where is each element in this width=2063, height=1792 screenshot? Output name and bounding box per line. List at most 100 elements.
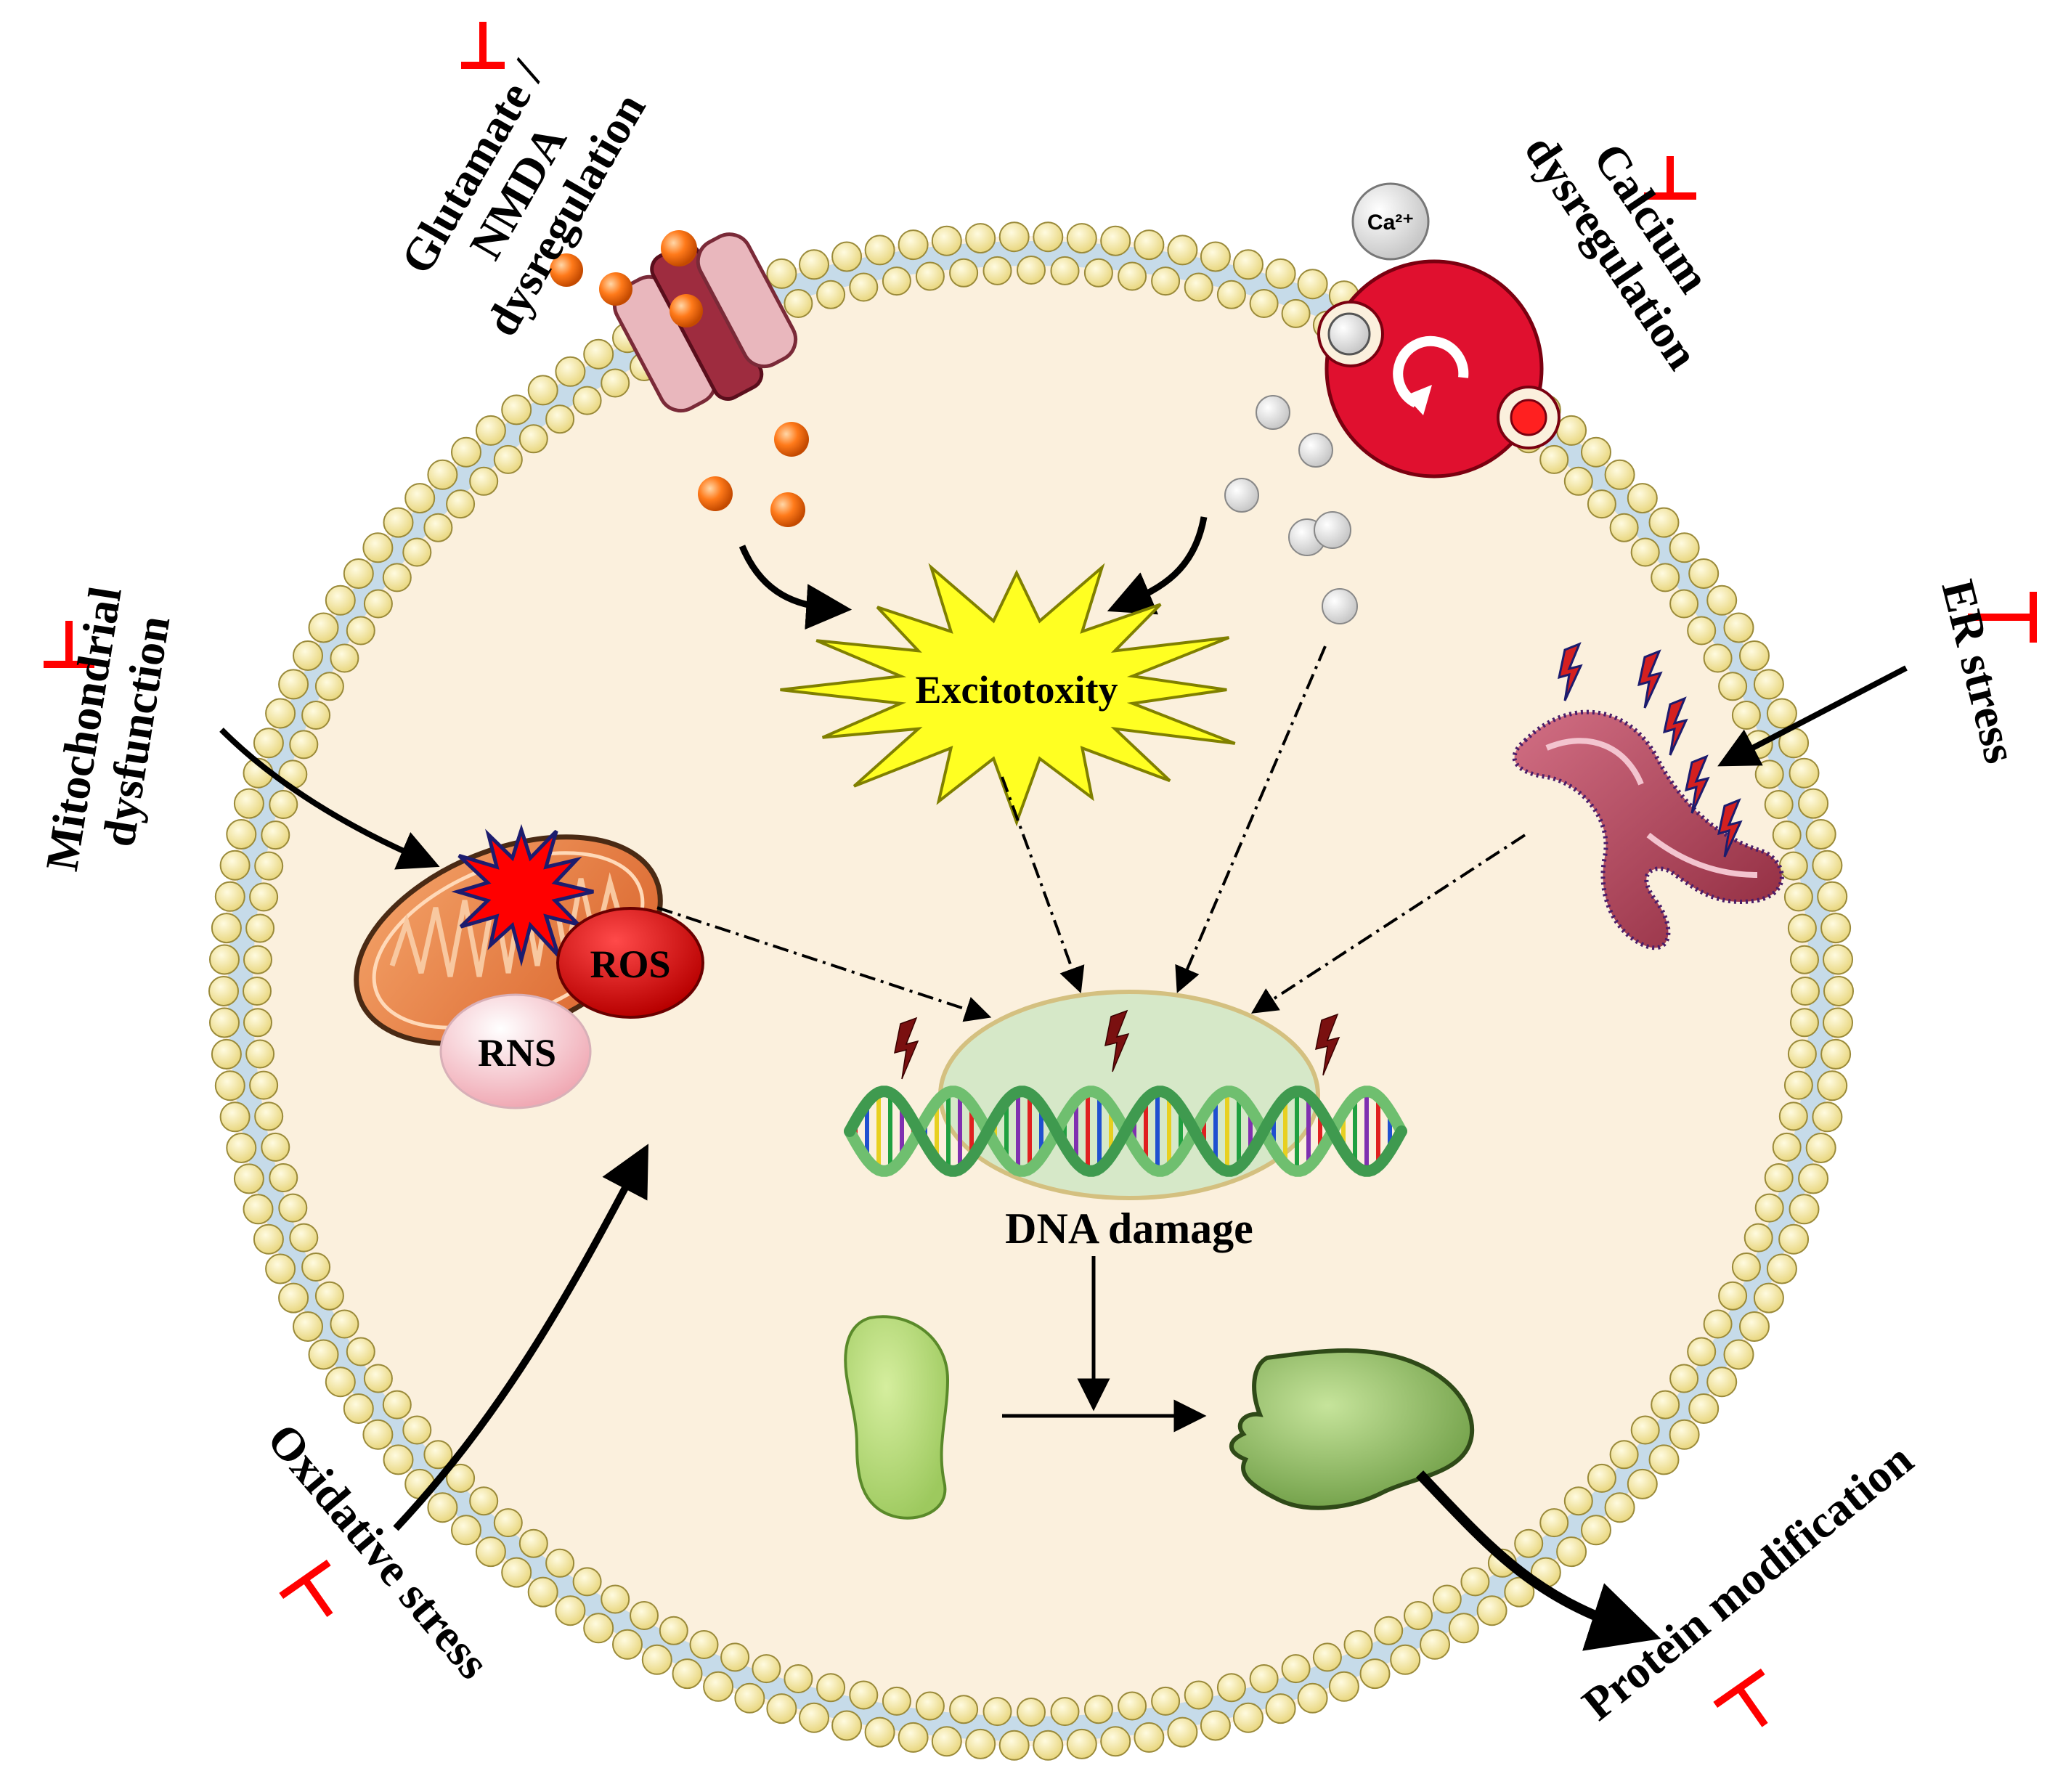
lipid-head	[362, 1419, 394, 1450]
lipid-head	[720, 1642, 750, 1672]
lipid-head	[998, 1730, 1030, 1761]
lipid-head	[301, 1253, 331, 1282]
lipid-head	[269, 790, 298, 819]
lipid-head	[1539, 1508, 1569, 1538]
lipid-head	[402, 1415, 432, 1445]
lipid-head	[1739, 1311, 1770, 1342]
dna-helix	[844, 1086, 1407, 1177]
lipid-head	[427, 1492, 458, 1523]
lipid-head	[898, 1722, 929, 1753]
lipid-head	[1328, 1671, 1359, 1702]
lipid-head	[475, 415, 506, 446]
lipid-head	[214, 881, 245, 912]
lipid-head	[254, 851, 284, 881]
lipid-head	[265, 698, 296, 729]
lipid-head	[1134, 1722, 1165, 1753]
lipid-head	[1460, 1567, 1490, 1597]
lipid-head	[1404, 1601, 1433, 1630]
lipid-head	[1778, 1101, 1808, 1131]
glutamate-ball	[550, 253, 583, 287]
lipid-head	[799, 249, 829, 280]
lipid-head	[784, 1664, 813, 1693]
lipid-head	[864, 235, 895, 266]
lipid-head	[308, 1339, 339, 1370]
nucleus	[938, 990, 1320, 1200]
lipid-head	[343, 1393, 374, 1424]
lipid-head	[325, 585, 356, 616]
lipid-head	[1723, 1339, 1754, 1370]
lipid-head	[1718, 672, 1748, 701]
lipid-head	[1233, 1702, 1264, 1733]
lipid-head	[382, 1390, 412, 1420]
lipid-head	[1669, 1364, 1699, 1393]
lipid-head	[1651, 1390, 1680, 1420]
lipid-head	[766, 1693, 797, 1724]
lipid-head	[1778, 851, 1808, 881]
glutamate-ball	[661, 230, 697, 266]
lipid-head	[799, 1702, 829, 1733]
lipid-head	[1754, 759, 1784, 789]
calcium-label: Calcium dysregulation	[1515, 97, 1752, 379]
lipid-head	[612, 1629, 643, 1660]
lipid-head	[1432, 1584, 1462, 1614]
lipid-head	[1312, 1642, 1342, 1672]
lipid-head	[1050, 256, 1080, 285]
calcium-ion-label: Ca²⁺	[1367, 211, 1414, 235]
lipid-head	[849, 272, 879, 302]
lipid-head	[208, 976, 239, 1006]
lipid-head	[1731, 701, 1761, 730]
lipid-head	[864, 1716, 895, 1748]
lipid-head	[1823, 944, 1853, 975]
lipid-head	[555, 1595, 586, 1626]
lipid-head	[214, 1070, 245, 1101]
lipid-head	[254, 1101, 284, 1131]
lipid-head	[451, 436, 481, 468]
lipid-head	[243, 1194, 274, 1225]
nmda-receptor	[613, 232, 798, 413]
lipid-head	[1627, 483, 1658, 514]
lipid-head	[982, 256, 1012, 285]
lipid-head	[289, 1223, 319, 1253]
lipid-head	[1783, 1070, 1813, 1100]
lipid-head	[659, 1616, 688, 1645]
lipid-head	[583, 1613, 614, 1644]
lipid-head	[249, 1070, 279, 1100]
lipid-head	[1281, 298, 1311, 328]
ros-label: ROS	[590, 942, 670, 986]
lipid-head	[630, 1601, 659, 1630]
lipid-head	[293, 640, 323, 671]
lipid-head	[689, 1630, 719, 1659]
lipid-bilayer-band	[228, 241, 1834, 1741]
lipid-head	[1823, 976, 1854, 1006]
lipid-head	[1249, 1664, 1279, 1693]
lipid-head	[243, 977, 272, 1006]
lipid-head	[1706, 1367, 1738, 1398]
lipid-head	[423, 513, 453, 542]
lipid-head	[518, 424, 548, 454]
lipid-head	[383, 1444, 414, 1475]
lipid-head	[1556, 1536, 1587, 1568]
lipid-head	[1581, 436, 1611, 468]
calcium-molecules	[1224, 395, 1358, 624]
lipid-head	[1669, 1419, 1700, 1450]
inhibitor-protein	[1713, 1668, 1768, 1727]
lipid-head	[243, 1008, 272, 1038]
lipid-head	[1216, 1673, 1246, 1703]
rns-label: RNS	[478, 1031, 556, 1075]
lipid-head	[314, 1281, 344, 1311]
lipid-head	[1817, 1070, 1848, 1101]
lipid-head	[475, 1536, 506, 1568]
lipid-head	[1688, 558, 1720, 589]
endoplasmic-reticulum	[1512, 643, 1784, 950]
protein-modification-arrow	[1415, 1470, 1661, 1651]
modified-protein	[1229, 1348, 1475, 1510]
lipid-head	[1343, 1630, 1373, 1659]
lipid-head	[583, 338, 614, 370]
lipid-head	[1017, 256, 1046, 285]
lipid-head	[1787, 1039, 1817, 1069]
lipid-head	[1448, 1613, 1479, 1644]
cell-membrane	[208, 221, 1854, 1761]
lipid-head	[404, 483, 436, 514]
lipid-head	[253, 1223, 284, 1255]
lipid-head	[1083, 258, 1113, 288]
